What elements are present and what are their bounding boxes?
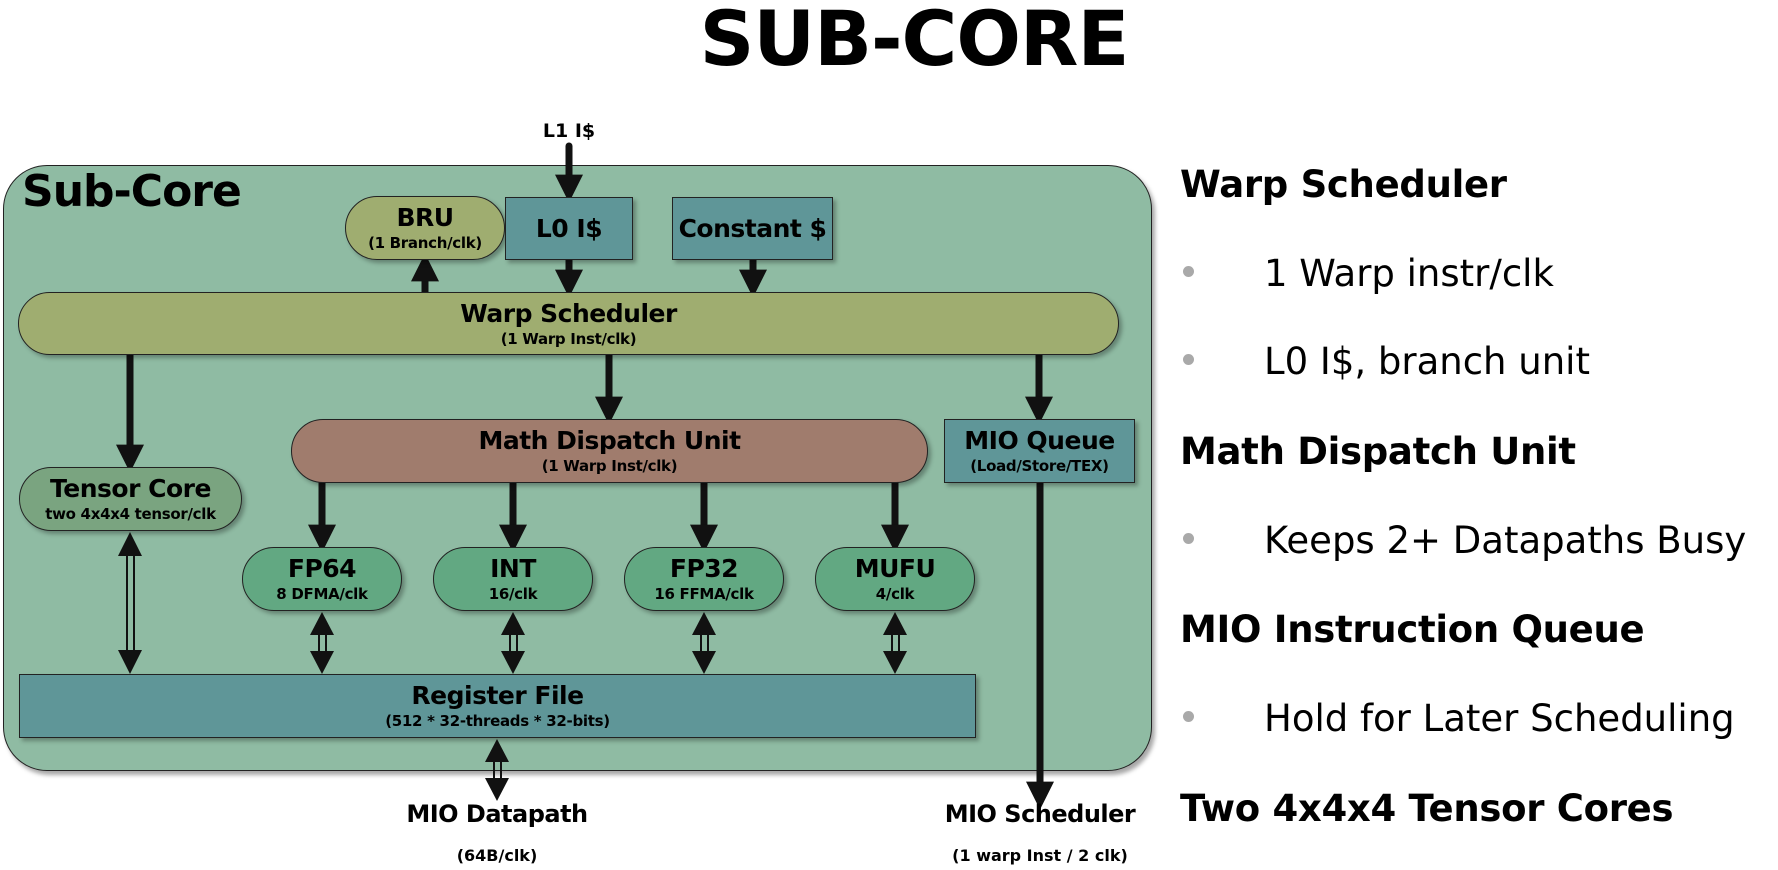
bullet-icon (1183, 711, 1194, 722)
unit-fp32: FP32 16 FFMA/clk (624, 547, 784, 611)
l1-icache-label: L1 I$ (542, 120, 596, 142)
bru-block: BRU (1 Branch/clk) (345, 196, 505, 260)
unit-mufu: MUFU 4/clk (815, 547, 975, 611)
mio-queue-label: MIO Queue (964, 426, 1115, 455)
bullet-text: Keeps 2+ Datapaths Busy (1264, 519, 1747, 562)
tensor-core-detail: two 4x4x4 tensor/clk (45, 505, 216, 523)
bullet-icon (1183, 266, 1194, 277)
constant-cache-block: Constant $ (672, 197, 833, 260)
tensor-core-block: Tensor Core two 4x4x4 tensor/clk (19, 467, 242, 531)
unit-label: FP64 (287, 554, 357, 583)
bullet-icon (1183, 354, 1194, 365)
slide-title: SUB-CORE (699, 0, 1130, 83)
summary-heading-warp-scheduler: Warp Scheduler (1180, 163, 1507, 206)
warp-scheduler-block: Warp Scheduler (1 Warp Inst/clk) (18, 292, 1119, 355)
summary-bullet: 1 Warp instr/clk (1180, 252, 1554, 295)
unit-label: INT (490, 554, 536, 583)
unit-detail: 16/clk (488, 585, 538, 603)
bidir-fp64-register (310, 612, 334, 674)
bullet-text: Hold for Later Scheduling (1264, 697, 1735, 740)
register-file-block: Register File (512 * 32-threads * 32-bit… (19, 674, 976, 738)
bru-label: BRU (396, 203, 454, 232)
register-file-label: Register File (411, 681, 584, 710)
math-dispatch-detail: (1 Warp Inst/clk) (541, 457, 678, 475)
l0-icache-block: L0 I$ (505, 197, 633, 260)
mio-scheduler-label: MIO Scheduler (944, 800, 1136, 828)
mio-datapath-detail: (64B/clk) (456, 846, 538, 865)
bidir-int-register (501, 612, 525, 674)
bru-detail: (1 Branch/clk) (368, 234, 482, 252)
unit-label: FP32 (669, 554, 739, 583)
unit-detail: 8 DFMA/clk (276, 585, 368, 603)
math-dispatch-block: Math Dispatch Unit (1 Warp Inst/clk) (291, 419, 928, 483)
math-dispatch-label: Math Dispatch Unit (478, 426, 741, 455)
unit-label: MUFU (854, 554, 936, 583)
warp-scheduler-label: Warp Scheduler (460, 298, 677, 328)
summary-heading-math-dispatch: Math Dispatch Unit (1180, 430, 1576, 473)
summary-bullet: Hold for Later Scheduling (1180, 697, 1735, 740)
mio-queue-detail: (Load/Store/TEX) (970, 457, 1109, 475)
unit-fp64: FP64 8 DFMA/clk (242, 547, 402, 611)
bidir-fp32-register (692, 612, 716, 674)
unit-detail: 16 FFMA/clk (654, 585, 754, 603)
warp-scheduler-detail: (1 Warp Inst/clk) (500, 329, 637, 348)
register-file-detail: (512 * 32-threads * 32-bits) (385, 712, 610, 730)
unit-detail: 4/clk (875, 585, 915, 603)
bidirectional-arrows (118, 532, 907, 801)
summary-bullet: Keeps 2+ Datapaths Busy (1180, 519, 1746, 562)
sub-core-label: Sub-Core (22, 166, 242, 217)
l0-icache-label: L0 I$ (535, 213, 603, 243)
constant-cache-label: Constant $ (678, 213, 827, 243)
summary-bullet: L0 I$, branch unit (1180, 340, 1590, 383)
bidir-register-mio-datapath (485, 739, 509, 801)
mio-datapath-label: MIO Datapath (406, 800, 588, 828)
mio-queue-block: MIO Queue (Load/Store/TEX) (944, 419, 1135, 483)
summary-heading-tensor-cores: Two 4x4x4 Tensor Cores (1180, 787, 1674, 830)
summary-heading-mio-queue: MIO Instruction Queue (1180, 608, 1645, 651)
unit-int: INT 16/clk (433, 547, 593, 611)
bidir-tensor-register (118, 532, 142, 674)
bullet-text: 1 Warp instr/clk (1264, 252, 1554, 295)
tensor-core-label: Tensor Core (50, 474, 211, 503)
mio-scheduler-detail: (1 warp Inst / 2 clk) (952, 846, 1128, 865)
bidir-mufu-register (883, 612, 907, 674)
bullet-icon (1183, 533, 1194, 544)
bullet-text: L0 I$, branch unit (1264, 340, 1590, 383)
